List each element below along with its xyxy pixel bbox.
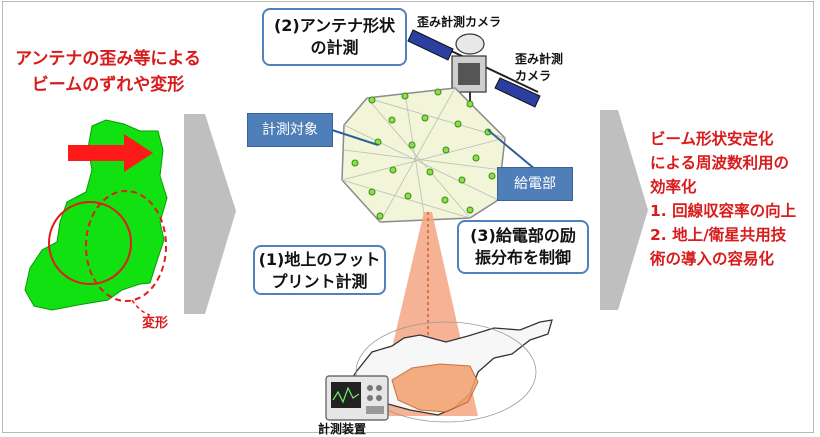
right-caption-line: 2. 地上/衛星共用技 [650, 226, 787, 244]
figure-frame [2, 1, 814, 433]
measurement-device-icon [325, 375, 389, 421]
target-label: 計測対象 [247, 113, 333, 147]
deform-pointer [131, 299, 151, 316]
antenna-nodes [351, 88, 496, 220]
target-connector [331, 129, 379, 146]
original-beam-circle [48, 201, 132, 285]
camera-label-line: 歪み計測 [515, 52, 564, 66]
feed-label: 給電部 [497, 167, 573, 201]
step1-line: (1)地上のフット [258, 250, 381, 269]
camera-label-1: 歪み計測カメラ [417, 15, 502, 29]
right-caption-line: による周波数利用の [650, 154, 790, 172]
right-caption-line: 効率化 [650, 178, 697, 196]
step1-line: プリント計測 [271, 272, 368, 291]
process-arrow-left [184, 114, 236, 314]
feed-connector [487, 129, 537, 171]
step2-line: の計測 [310, 38, 359, 57]
satellite-icon [407, 29, 541, 110]
right-caption-line: ビーム形状安定化 [650, 130, 774, 148]
device-label: 計測装置 [318, 422, 367, 436]
deform-label: 変形 [142, 316, 169, 331]
right-caption-line: 1. 回線収容率の向上 [650, 202, 797, 220]
step3-box: (3)給電部の励 振分布を制御 [457, 220, 589, 274]
left-caption: アンテナの歪み等による ビームのずれや変形 [8, 46, 208, 98]
footprint-contour [391, 363, 479, 413]
antenna-mesh [341, 87, 506, 223]
step3-line: (3)給電部の励 [470, 226, 576, 245]
deformed-beam-ellipse [85, 190, 167, 302]
camera-label-2: 歪み計測 カメラ [515, 51, 563, 85]
right-caption: ビーム形状安定化 による周波数利用の 効率化 1. 回線収容率の向上 2. 地上… [650, 127, 815, 271]
shift-arrow [68, 134, 153, 172]
antenna-reflector [341, 87, 506, 223]
step2-box: (2)アンテナ形状 の計測 [262, 8, 407, 66]
camera-label-line: カメラ [515, 69, 552, 83]
step3-line: 振分布を制御 [474, 248, 571, 267]
right-caption-line: 術の導入の容易化 [650, 250, 775, 268]
step1-box: (1)地上のフット プリント計測 [253, 245, 386, 295]
left-caption-line: アンテナの歪み等による [15, 49, 201, 69]
process-arrow-right [600, 110, 648, 310]
left-caption-line: ビームのずれや変形 [31, 75, 185, 95]
step2-line: (2)アンテナ形状 [273, 16, 396, 35]
